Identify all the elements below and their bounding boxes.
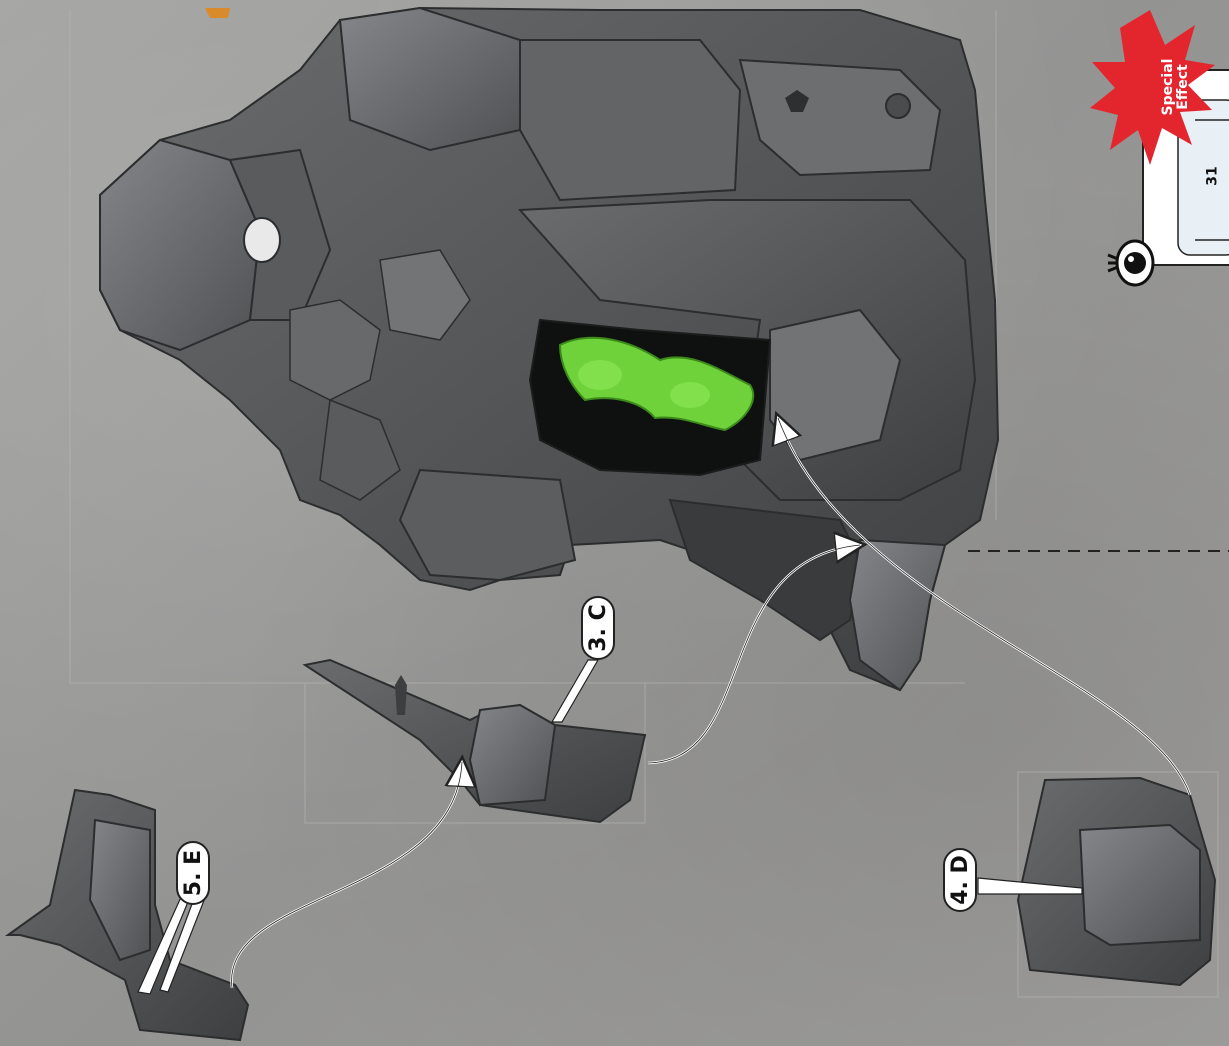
callout-label-d: 4. D <box>943 848 977 912</box>
step-number: 31 <box>1205 166 1221 185</box>
callout-label-c: 3. C <box>581 596 615 660</box>
callout-leaders <box>138 660 1082 994</box>
part-c <box>305 660 645 822</box>
eye-icon <box>1108 241 1153 285</box>
part-e <box>8 790 248 1040</box>
callout-label-e: 5. E <box>176 841 210 905</box>
special-effect-inset <box>1090 10 1229 265</box>
main-rock-assembly <box>100 8 998 690</box>
special-effect-label: Special Effect <box>1161 57 1191 117</box>
part-d <box>1018 778 1215 985</box>
